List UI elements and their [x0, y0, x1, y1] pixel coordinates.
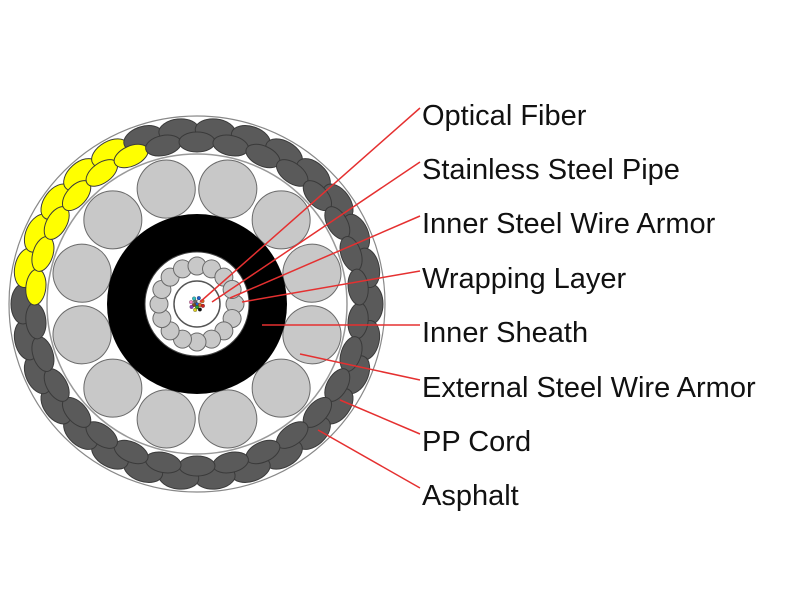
optical-fiber — [196, 296, 201, 301]
external-armor-wire — [52, 305, 112, 365]
leader-asphalt — [317, 429, 421, 489]
external-armor-wire — [198, 389, 258, 449]
external-steel-wire-armor-layer — [52, 159, 342, 449]
optical-fiber — [189, 304, 194, 309]
optical-fiber-bundle — [189, 296, 205, 312]
label-inner-sheath: Inner Sheath — [422, 317, 588, 349]
external-armor-wire — [136, 159, 196, 219]
label-wrapping-layer: Wrapping Layer — [422, 263, 627, 295]
optical-fiber — [195, 305, 199, 310]
pp-cord-layer — [10, 118, 384, 490]
external-armor-wire — [83, 358, 143, 418]
leader-pp-cord — [339, 399, 421, 435]
external-armor-wire — [52, 243, 112, 303]
leader-lines — [199, 107, 421, 489]
external-armor-wire — [136, 389, 196, 449]
label-external-steel-wire-armor: External Steel Wire Armor — [422, 372, 756, 404]
label-pp-cord: PP Cord — [422, 426, 531, 458]
optical-fiber — [200, 303, 205, 308]
optical-fiber — [189, 300, 194, 305]
external-armor-wire — [198, 159, 258, 219]
leader-stainless-steel-pipe — [211, 161, 421, 303]
pp-cord-strand — [178, 455, 216, 477]
label-optical-fiber: Optical Fiber — [422, 100, 587, 132]
external-armor-wire — [251, 190, 311, 250]
leader-inner-steel-wire-armor — [229, 215, 421, 299]
leader-optical-fiber — [199, 107, 421, 303]
pp-cord-strand — [347, 268, 369, 306]
leader-external-steel-wire-armor — [299, 353, 421, 381]
optical-fiber — [193, 307, 198, 312]
labels: Optical Fiber Stainless Steel Pipe Inner… — [422, 100, 756, 512]
external-armor-wire — [282, 305, 342, 365]
label-asphalt: Asphalt — [422, 480, 519, 512]
cable-cross-section — [8, 115, 386, 493]
leader-wrapping-layer — [241, 270, 421, 303]
optical-fiber — [197, 307, 202, 312]
external-armor-wire — [251, 358, 311, 418]
optical-fiber — [192, 296, 197, 301]
external-armor-wire — [83, 190, 143, 250]
label-inner-steel-wire-armor: Inner Steel Wire Armor — [422, 208, 716, 240]
pp-cord-strand — [178, 131, 216, 153]
label-stainless-steel-pipe: Stainless Steel Pipe — [422, 154, 680, 186]
